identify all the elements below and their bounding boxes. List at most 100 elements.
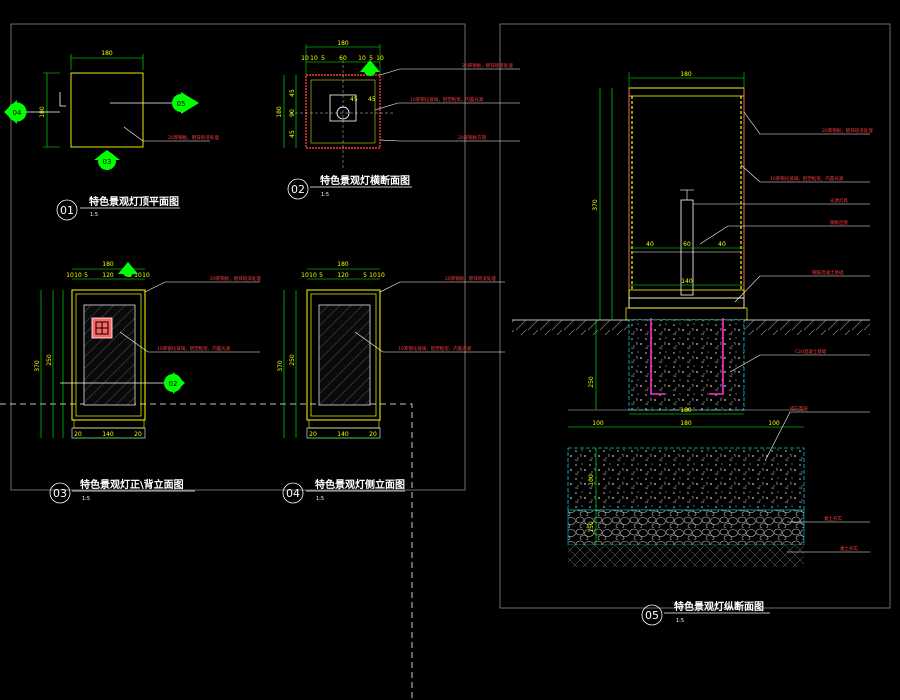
elev-04-glass <box>318 304 371 406</box>
svg-text:04: 04 <box>13 109 22 117</box>
long-note-6: C20混凝土基础 <box>795 348 827 355</box>
long-lamp-body <box>628 87 745 309</box>
anchor-bolt-left <box>650 318 665 395</box>
svg-text:60: 60 <box>339 55 347 62</box>
svg-text:10: 10 <box>66 272 74 279</box>
view-03-number: 03 <box>53 487 67 500</box>
svg-text:05: 05 <box>177 100 186 108</box>
callout-05-icon: 05 <box>172 92 199 114</box>
svg-text:40: 40 <box>718 241 726 248</box>
svg-text:03: 03 <box>103 158 112 166</box>
svg-text:10: 10 <box>301 272 309 279</box>
long-note-9: 素土夯实 <box>840 545 858 552</box>
svg-text:5: 5 <box>84 272 88 279</box>
view-01-number-badge <box>56 199 78 221</box>
callout-04-icon: 04 <box>4 100 27 124</box>
svg-text:5: 5 <box>363 272 367 279</box>
svg-text:10: 10 <box>377 272 385 279</box>
svg-text:5: 5 <box>369 55 373 62</box>
sec-note-1: 20厚钢板，镀锌喷漆处理 <box>462 62 513 69</box>
svg-text:5: 5 <box>319 272 323 279</box>
sec-dim-top: 180 <box>337 40 349 47</box>
svg-text:100: 100 <box>592 420 604 427</box>
elev-04-note-2: 10厚钢化玻璃，铝塑框架，内置光源 <box>398 345 472 352</box>
view-03-front-elevation: 180 10 10 5 120 5 10 10 370 250 20 140 2… <box>34 261 261 504</box>
svg-text:20: 20 <box>309 431 317 438</box>
elev-03-note-2: 10厚钢化玻璃，铝塑框架，内置光源 <box>157 345 231 352</box>
long-note-8: 素土夯实 <box>824 515 842 522</box>
view-05-title: 特色景观灯纵断面图 <box>674 600 764 613</box>
svg-text:5: 5 <box>321 55 325 62</box>
long-note-4: 钢板连接 <box>830 219 848 226</box>
svg-text:10: 10 <box>369 272 377 279</box>
svg-text:140: 140 <box>337 431 349 438</box>
plan-dim-top: 180 <box>101 50 113 57</box>
svg-text:180: 180 <box>680 420 692 427</box>
long-note-2: 10厚钢化玻璃，铝塑框架，内置光源 <box>770 175 844 182</box>
view-01-title: 特色景观灯顶平面图 <box>89 195 179 208</box>
svg-text:60: 60 <box>683 241 691 248</box>
long-note-5: 钢筋混凝土基础 <box>812 269 844 276</box>
view-03-title: 特色景观灯正\背立面图 <box>80 478 184 491</box>
view-02-cross-section: 180 10 10 5 60 10 5 10 180 45 90 45 45 4… <box>276 40 520 200</box>
view-03-number-badge <box>49 482 71 504</box>
svg-text:120: 120 <box>337 272 349 279</box>
sec-note-3: 20厚钢板方管 <box>458 134 487 141</box>
long-gravel <box>567 509 805 546</box>
svg-text:370: 370 <box>277 360 284 372</box>
svg-text:180: 180 <box>102 261 114 268</box>
svg-text:45: 45 <box>350 96 358 103</box>
svg-text:10: 10 <box>74 272 82 279</box>
svg-text:180: 180 <box>680 407 692 414</box>
sheet-frame-left <box>10 23 466 491</box>
long-foundation <box>628 319 745 411</box>
view-02-scale: 1:5 <box>321 192 329 198</box>
svg-text:250: 250 <box>46 354 53 366</box>
view-02-title: 特色景观灯横断面图 <box>320 174 410 187</box>
view-02-number-badge <box>287 178 309 200</box>
long-note-7: 碎石垫层 <box>790 405 808 412</box>
view-05-scale: 1:5 <box>676 618 684 624</box>
svg-text:40: 40 <box>646 241 654 248</box>
elev-04-note-1: 20厚钢板，镀锌喷漆处理 <box>445 275 496 282</box>
svg-text:45: 45 <box>289 89 296 97</box>
svg-text:250: 250 <box>588 376 595 388</box>
view-04-side-elevation: 180 10 10 5 120 5 10 10 370 250 20 140 2… <box>277 261 505 504</box>
svg-text:250: 250 <box>289 354 296 366</box>
svg-text:10: 10 <box>376 55 384 62</box>
long-note-1: 20厚钢板，镀锌喷漆处理 <box>822 127 873 134</box>
svg-text:370: 370 <box>34 360 41 372</box>
callout-02-elev-top-icon <box>118 262 138 277</box>
view-01-number: 01 <box>60 204 74 217</box>
plan-outline <box>70 72 144 148</box>
svg-text:90: 90 <box>289 109 296 117</box>
svg-text:120: 120 <box>102 272 114 279</box>
view-01-scale: 1:5 <box>90 212 98 218</box>
svg-text:180: 180 <box>337 261 349 268</box>
view-03-scale: 1:5 <box>82 496 90 502</box>
svg-text:20: 20 <box>134 431 142 438</box>
view-04-number-badge <box>282 482 304 504</box>
svg-text:10: 10 <box>301 55 309 62</box>
svg-text:10: 10 <box>309 272 317 279</box>
svg-text:02: 02 <box>169 380 178 388</box>
svg-text:100: 100 <box>768 420 780 427</box>
callout-03-icon: 03 <box>94 150 120 170</box>
svg-text:45: 45 <box>289 130 296 138</box>
svg-text:10: 10 <box>134 272 142 279</box>
svg-text:180: 180 <box>276 106 283 118</box>
sheet-frame-right <box>499 23 891 609</box>
view-01-top-plan: 180 180 20厚钢板，镀锌喷漆处理 04 05 03 0 <box>4 50 219 221</box>
callout-02-elev-icon: 02 <box>164 372 185 394</box>
view-04-title: 特色景观灯侧立面图 <box>315 478 405 491</box>
svg-text:20: 20 <box>369 431 377 438</box>
callout-02-top-icon <box>360 60 380 76</box>
long-note-3: 光源灯具 <box>830 197 848 204</box>
view-05-number: 05 <box>645 609 659 622</box>
elev-03-note-1: 20厚钢板，镀锌喷漆处理 <box>210 275 261 282</box>
svg-text:10: 10 <box>310 55 318 62</box>
svg-text:45: 45 <box>368 96 376 103</box>
view-02-number: 02 <box>291 183 305 196</box>
sec-note-2: 10厚钢化玻璃，铝塑框架，内置光源 <box>410 96 484 103</box>
anchor-bolt-right <box>709 318 724 395</box>
